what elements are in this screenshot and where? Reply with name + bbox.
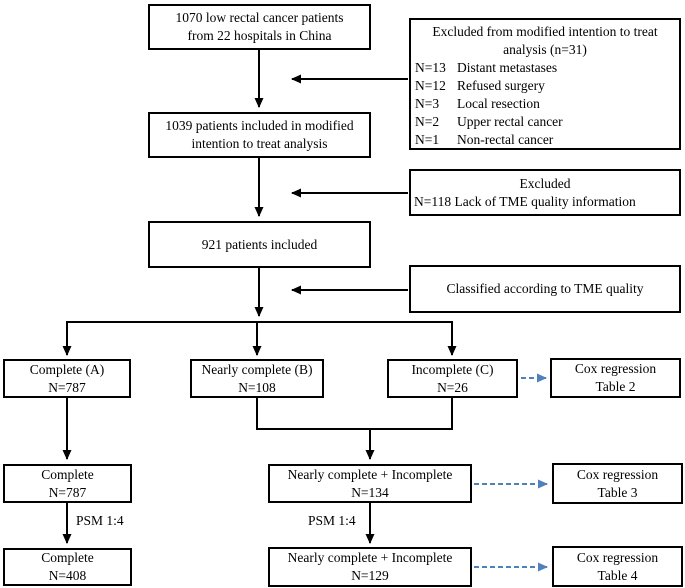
box-text-line: N=787 [48, 379, 86, 395]
excluded-mitt-title: analysis (n=31) [503, 42, 587, 57]
box-cox-regression-table3: Cox regression Table 3 [552, 463, 683, 504]
box-text-line: Complete (A) [29, 361, 105, 377]
box-text-line: N=129 [351, 568, 389, 583]
exclusion-reason: Local resection [457, 96, 540, 111]
exclusion-item: N=13 Distant metastases [415, 59, 675, 77]
excluded-mitt-title: Excluded from modified intention to trea… [432, 24, 658, 39]
box-text-line: 1039 patients included in modified [165, 118, 354, 133]
box-excluded-tme: Excluded N=118 Lack of TME quality infor… [409, 169, 681, 216]
exclusion-reason: Distant metastases [457, 60, 558, 75]
psm-label-left: PSM 1:4 [76, 513, 124, 528]
box-text-line: Nearly complete + Incomplete [287, 466, 453, 482]
box-text-line: Cox regression [576, 549, 659, 565]
exclusion-item: N=1 Non-rectal cancer [415, 131, 675, 149]
box-text-line: intention to treat analysis [191, 136, 328, 151]
exclusion-count: N=2 [415, 114, 440, 129]
box-1039-patients: 1039 patients included in modified inten… [148, 112, 371, 158]
box-text-line: from 22 hospitals in China [187, 28, 332, 43]
box-text-line: Table 4 [597, 567, 638, 583]
box-text-line: Nearly complete + Incomplete [287, 550, 453, 565]
box-text-line: N=26 [437, 379, 468, 395]
exclusion-count: N=13 [415, 60, 446, 75]
box-text-line: 1070 low rectal cancer patients [175, 10, 344, 25]
exclusion-item: N=2 Upper rectal cancer [415, 113, 675, 131]
exclusion-item: N=12 Refused surgery [415, 77, 675, 95]
box-complete-408: Complete N=408 [3, 548, 132, 586]
exclusion-count: N=12 [415, 78, 446, 93]
box-921-patients: 921 patients included [148, 221, 371, 268]
box-text-line: Complete [41, 466, 94, 482]
box-text-line: N=118 Lack of TME quality information [414, 193, 636, 209]
exclusion-item: N=3 Local resection [415, 95, 675, 113]
box-text-line: N=787 [48, 484, 87, 500]
exclusion-reason: Upper rectal cancer [457, 114, 563, 129]
box-text-line: N=108 [238, 379, 276, 395]
box-text-line: Cox regression [574, 361, 657, 376]
box-text-line: 921 patients included [201, 236, 318, 252]
box-text-line: Classified according to TME quality [446, 281, 644, 296]
box-1070-patients: 1070 low rectal cancer patients from 22 … [148, 4, 371, 50]
box-excluded-mitt: Excluded from modified intention to trea… [409, 18, 681, 150]
box-complete-787: Complete N=787 [3, 464, 132, 503]
box-text-line: Nearly complete (B) [201, 361, 313, 377]
box-nearly-complete-b: Nearly complete (B) N=108 [190, 359, 324, 398]
exclusion-reason: Refused surgery [457, 78, 545, 93]
box-text-line: Incomplete (C) [411, 361, 494, 377]
box-text-line: Table 3 [597, 484, 638, 500]
box-complete-a: Complete (A) N=787 [3, 359, 131, 398]
box-text-line: N=408 [48, 568, 87, 583]
box-incomplete-c: Incomplete (C) N=26 [387, 359, 518, 398]
exclusion-count: N=1 [415, 132, 440, 147]
box-text-line: Cox regression [576, 466, 659, 482]
box-text-line: Complete [41, 550, 94, 565]
exclusion-count: N=3 [415, 96, 440, 111]
box-cox-regression-table4: Cox regression Table 4 [552, 546, 683, 587]
box-text-line: Excluded [519, 175, 571, 191]
box-text-line: N=134 [351, 484, 389, 500]
exclusion-reason: Non-rectal cancer [457, 132, 554, 147]
box-nearly-incomplete-134: Nearly complete + Incomplete N=134 [268, 464, 472, 503]
box-text-line: Table 2 [595, 379, 636, 394]
psm-label-right: PSM 1:4 [308, 513, 356, 528]
box-classified-tme: Classified according to TME quality [409, 265, 681, 313]
box-nearly-incomplete-129: Nearly complete + Incomplete N=129 [268, 547, 472, 587]
box-cox-regression-table2: Cox regression Table 2 [550, 358, 681, 398]
